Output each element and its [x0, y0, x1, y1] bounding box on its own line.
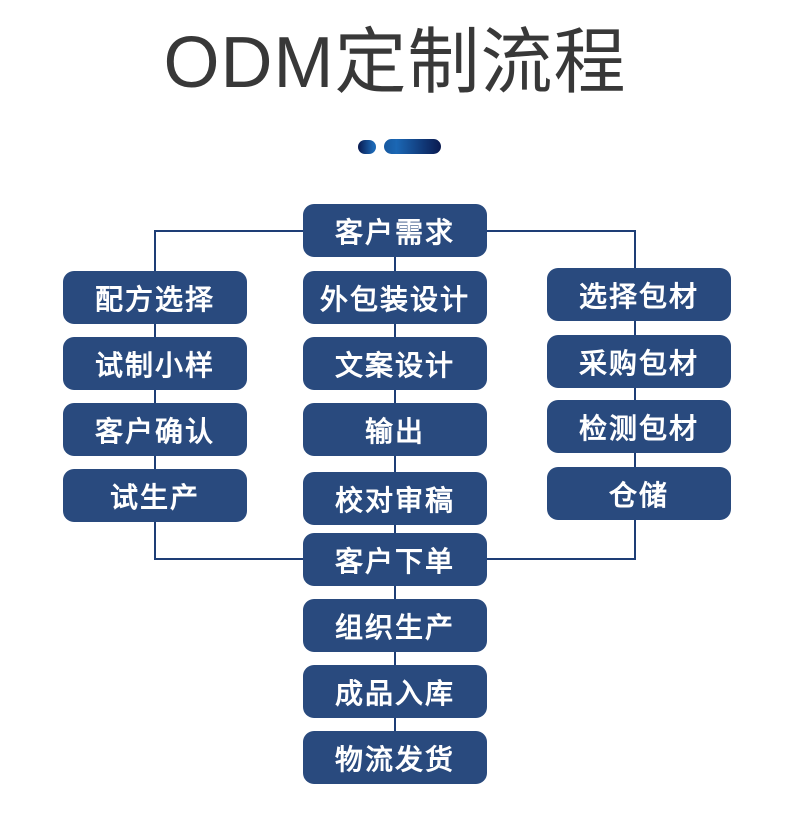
- flow-step-proofreading: 校对审稿: [303, 472, 487, 525]
- flow-step-packaging-design: 外包装设计: [303, 271, 487, 324]
- flow-step-logistics-delivery: 物流发货: [303, 731, 487, 784]
- flow-step-trial-sample: 试制小样: [63, 337, 247, 390]
- flow-step-organize-production: 组织生产: [303, 599, 487, 652]
- title-accent: [358, 139, 441, 154]
- connector-bottom-right: [487, 558, 636, 560]
- connector-top-left: [155, 230, 305, 232]
- flow-step-select-packaging: 选择包材: [547, 268, 731, 321]
- page-title: ODM定制流程: [163, 23, 627, 103]
- flow-step-output: 输出: [303, 403, 487, 456]
- flow-step-trial-production: 试生产: [63, 469, 247, 522]
- connector-bottom-left: [155, 558, 303, 560]
- flow-step-purchase-packaging: 采购包材: [547, 335, 731, 388]
- accent-bar-icon: [384, 139, 441, 154]
- flow-step-finished-goods-storage: 成品入库: [303, 665, 487, 718]
- flow-step-warehousing: 仓储: [547, 467, 731, 520]
- flow-step-customer-confirmation: 客户确认: [63, 403, 247, 456]
- accent-dot-icon: [358, 139, 376, 154]
- flow-step-copy-design: 文案设计: [303, 337, 487, 390]
- flow-step-customer-order: 客户下单: [303, 533, 487, 586]
- flow-step-customer-needs: 客户需求: [303, 204, 487, 257]
- flow-step-inspect-packaging: 检测包材: [547, 400, 731, 453]
- connector-right-spine: [634, 230, 636, 560]
- connector-top-right: [487, 230, 636, 232]
- connector-left-spine: [154, 230, 156, 560]
- flow-step-formula-selection: 配方选择: [63, 271, 247, 324]
